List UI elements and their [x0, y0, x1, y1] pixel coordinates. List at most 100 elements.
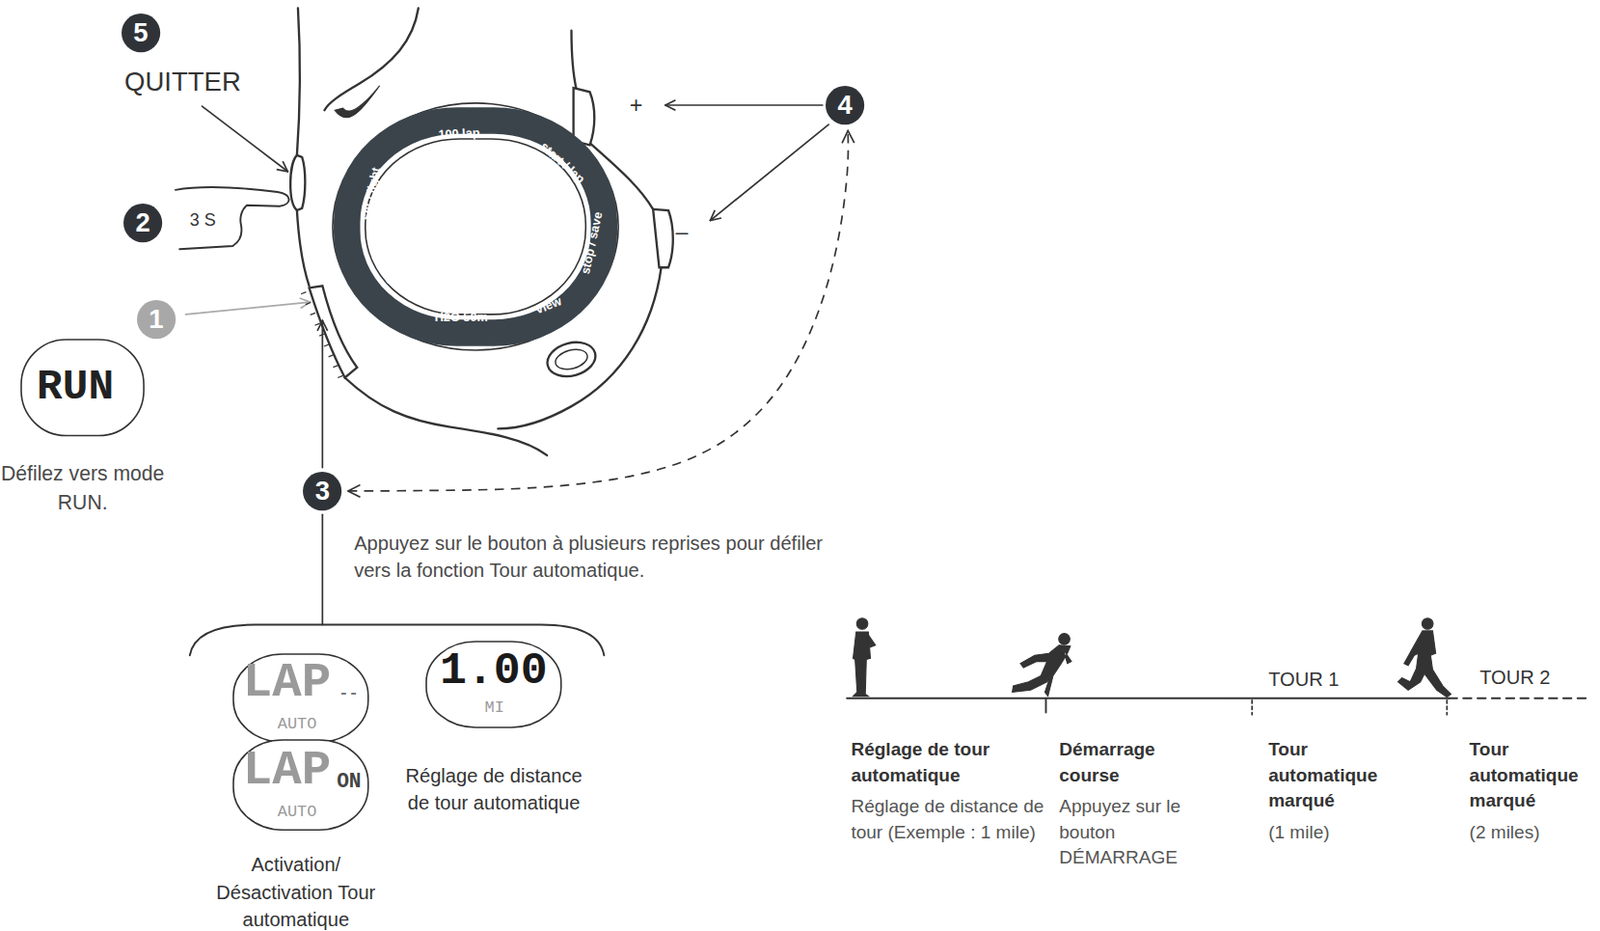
- display-text: LAP: [243, 658, 331, 708]
- callout-disc: [136, 299, 176, 339]
- knurl-tick: [314, 323, 320, 326]
- callout-disc: [123, 203, 163, 243]
- knurl-tick: [305, 301, 311, 304]
- display-text: 2: [123, 203, 163, 243]
- display-text: 5: [121, 13, 161, 53]
- figure-start: [1058, 633, 1071, 646]
- note-text: Réglage de distance de tour (Exemple : 1…: [850, 793, 1045, 845]
- lcd-display: 1.00MI: [425, 640, 563, 729]
- display-outline: [233, 739, 369, 830]
- leader-arrow: [201, 106, 288, 172]
- strap-edge: [345, 378, 547, 456]
- knurl-tick: [319, 333, 325, 336]
- figure-running: [1398, 630, 1452, 698]
- callout-number: 1: [136, 299, 176, 339]
- bezel-ring: [332, 103, 619, 351]
- figure-standing: [853, 631, 876, 697]
- callout-number: 4: [825, 85, 865, 125]
- button-plus: [573, 87, 596, 145]
- note-text: Appuyez sur le bouton DÉMARRAGE: [1058, 793, 1222, 871]
- timeline: [846, 697, 1449, 700]
- callout-number: 2: [123, 203, 163, 243]
- leader-arrow: [186, 301, 311, 315]
- timeline: [1448, 697, 1588, 700]
- display-outline: [233, 653, 369, 742]
- display-outline: [426, 641, 562, 728]
- figure-start: [1012, 645, 1072, 697]
- knurl-tick: [332, 365, 338, 368]
- bezel-marking: start / lap: [538, 140, 587, 187]
- knurl-tick: [310, 312, 316, 315]
- leader-arrow: [665, 104, 823, 107]
- callout-number: 5: [121, 13, 161, 53]
- display-subtext: MI: [485, 700, 505, 717]
- leader-arrow: [709, 124, 829, 220]
- button-minus: [652, 209, 674, 268]
- bezel-marking: set / light: [359, 165, 383, 221]
- timeline-tick: [1250, 700, 1253, 715]
- button-label: +: [629, 89, 644, 122]
- display-subtext: --: [338, 685, 358, 703]
- display-subtext: ON: [336, 771, 361, 792]
- callout-number: 3: [302, 471, 342, 511]
- figure-running: [1421, 618, 1434, 630]
- runner-figures: [853, 618, 1452, 698]
- screen: [365, 138, 587, 315]
- display-text: RUN: [36, 365, 114, 408]
- lcd-display: LAP -- AUTO: [232, 652, 370, 743]
- strap-edge: [571, 30, 577, 90]
- button-label: 3 S: [189, 208, 217, 233]
- bracket-stem: [321, 514, 324, 624]
- pressing-hand: [175, 187, 290, 249]
- note-text: Réglage de distance de tour automatique: [403, 761, 585, 816]
- note-text: TOUR 1: [1268, 665, 1339, 693]
- callout-disc: [825, 85, 865, 125]
- bezel-band: [347, 120, 605, 333]
- note-text: TOUR 2: [1479, 663, 1550, 691]
- bezel-marking: mode: [368, 252, 397, 287]
- leader-arrow: [321, 320, 324, 467]
- callout-disc: [302, 471, 342, 511]
- bezel-marking: view: [534, 295, 564, 317]
- button-knurl: [300, 292, 343, 379]
- swoosh-logo: [334, 85, 380, 118]
- view-button: [543, 337, 600, 382]
- note-text: Réglage de tour automatique: [850, 736, 1040, 788]
- note-text: Tour automatique marqué: [1469, 736, 1595, 814]
- note-text: Appuyez sur le bouton à plusieurs repris…: [353, 529, 834, 584]
- knurl-tick: [300, 292, 306, 295]
- dashed-cycle-arrow: [348, 130, 849, 490]
- knurl-tick: [328, 354, 334, 357]
- bezel-marking: 100 lap: [437, 126, 481, 141]
- button-label: –: [675, 216, 688, 248]
- display-subtext: Défilez vers mode RUN.: [0, 459, 165, 516]
- button-mode: [290, 155, 305, 211]
- case-edge: [297, 210, 310, 286]
- callout-disc: [121, 13, 161, 53]
- note-text: Tour automatique marqué: [1268, 736, 1411, 814]
- mode-display: RUNDéfilez vers mode RUN.: [20, 338, 145, 437]
- note-text: Démarrage course: [1058, 736, 1213, 788]
- display-text: 3: [302, 471, 342, 511]
- note-text: (1 mile): [1268, 819, 1329, 846]
- note-text: (2 miles): [1469, 819, 1541, 846]
- button-label: QUITTER: [124, 63, 242, 102]
- display-text: 4: [825, 85, 865, 125]
- lcd-display: LAPON AUTO: [232, 738, 370, 831]
- bezel-marking: stop / save: [579, 210, 605, 275]
- strap-edge: [297, 8, 300, 156]
- button-set: [309, 285, 358, 378]
- display-text: 1.00: [439, 649, 548, 695]
- bezel-marking: H2O 50m: [434, 311, 489, 325]
- display-outline: [21, 339, 144, 436]
- timeline-tick: [1445, 700, 1448, 715]
- note-text: Activation/ Désactivation Tour automatiq…: [193, 850, 399, 931]
- display-subtext: AUTO: [277, 804, 318, 821]
- display-subtext: AUTO: [277, 716, 318, 733]
- timeline-tick: [1045, 698, 1048, 713]
- figure-standing: [856, 618, 868, 630]
- knurl-tick: [337, 375, 343, 378]
- display-text: LAP: [243, 746, 331, 796]
- view-button: [553, 346, 591, 373]
